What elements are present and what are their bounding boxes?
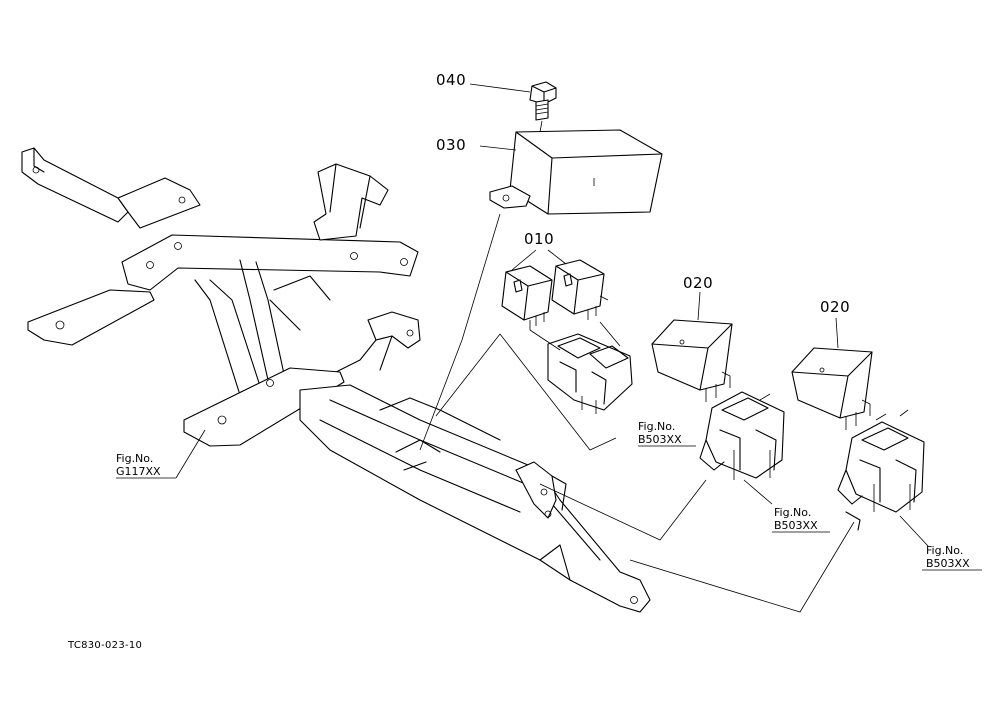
leader-socket-020-b (629, 521, 855, 613)
cover-030 (489, 129, 663, 215)
leader-030-mount (419, 213, 501, 451)
relay-010-a (501, 265, 553, 330)
leader-socket-020-a (539, 479, 707, 541)
leader-g117 (175, 429, 206, 479)
drawing-code: TC830-023-10 (68, 640, 143, 651)
part-label-020-b: 020 (820, 298, 851, 316)
fig-ref-b503-a: Fig.No. B503XX (638, 420, 682, 446)
fig-ref-b503-c-line1: Fig.No. (926, 544, 964, 557)
fig-ref-b503-c: Fig.No. B503XX (926, 544, 970, 570)
leader-040 (469, 83, 531, 93)
fig-ref-b503-b-line2: B503XX (774, 519, 818, 532)
part-label-030: 030 (436, 136, 467, 154)
leader-b503-a (435, 333, 617, 451)
fig-ref-g117-line2: G117XX (116, 465, 161, 478)
relay-socket-010 (547, 333, 633, 414)
fig-ref-b503-b: Fig.No. B503XX (774, 506, 818, 532)
part-label-020-a: 020 (683, 274, 714, 292)
leader-040-axis (539, 120, 543, 133)
relay-020-a (651, 319, 733, 402)
leader-010 (511, 249, 567, 271)
relay-010-b (551, 259, 609, 320)
part-label-040: 040 (436, 71, 467, 89)
leader-020-b (835, 317, 839, 349)
leader-020-a (697, 291, 701, 321)
leader-b503-c (899, 515, 929, 547)
relay-020-b (791, 347, 873, 430)
fig-ref-b503-a-line2: B503XX (638, 433, 682, 446)
fig-ref-b503-c-line2: B503XX (926, 557, 970, 570)
fig-ref-b503-a-line1: Fig.No. (638, 420, 676, 433)
bolt-040 (529, 81, 557, 121)
leader-010-socket (529, 321, 621, 351)
fig-ref-g117-line1: Fig.No. (116, 452, 154, 465)
leader-030 (479, 145, 517, 151)
relay-socket-020-a (699, 391, 785, 480)
relay-socket-020-b (837, 409, 925, 531)
part-label-010: 010 (524, 230, 555, 248)
leader-b503-b (743, 479, 773, 505)
frame-bracket (21, 147, 651, 613)
fig-ref-g117: Fig.No. G117XX (116, 452, 161, 478)
fig-ref-b503-b-line1: Fig.No. (774, 506, 812, 519)
